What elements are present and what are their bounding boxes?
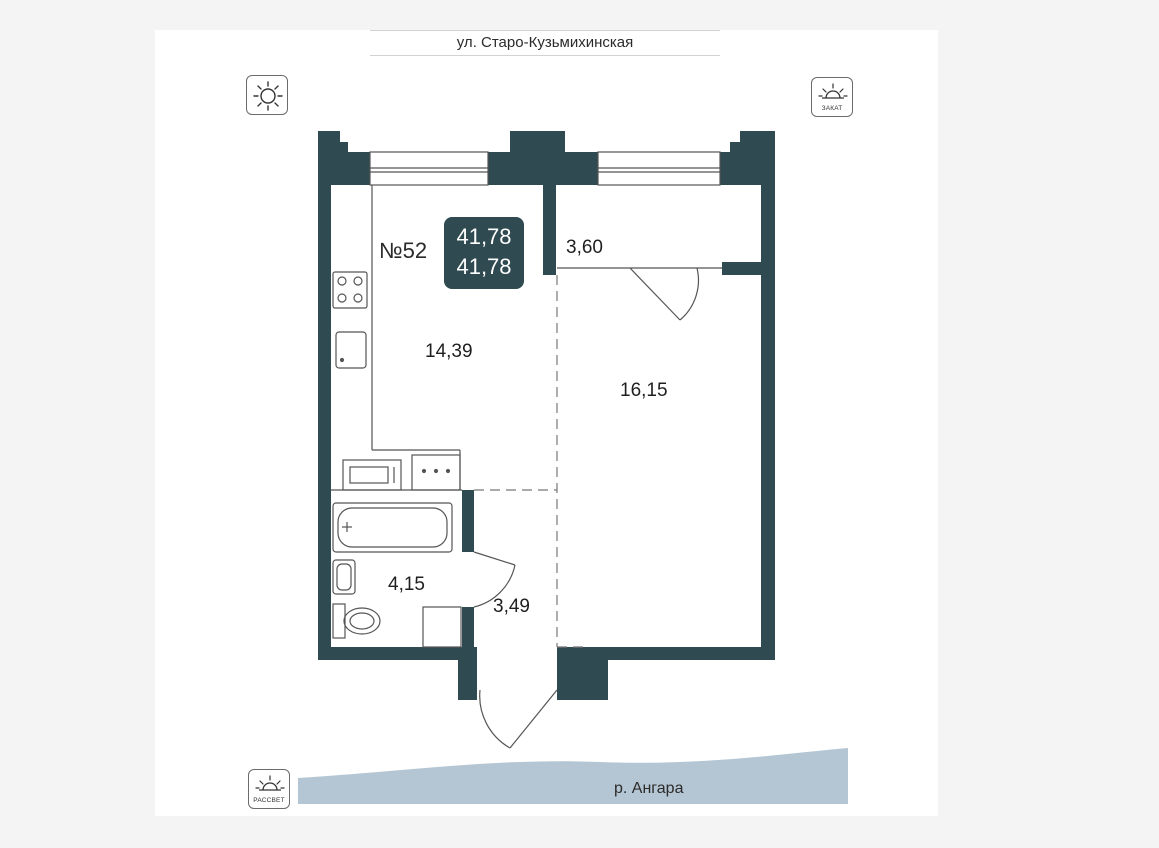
sink-icon [335, 331, 367, 369]
street-label: ул. Старо-Кузьмихинская [370, 30, 720, 56]
sunrise-label: РАССВЕТ [253, 797, 285, 804]
river-shape [298, 748, 848, 804]
sunset-label: ЗАКАТ [821, 105, 843, 112]
room-area-kitchen: 14,39 [425, 341, 473, 362]
toilet-icon [332, 603, 381, 639]
microwave-icon [342, 459, 402, 491]
room-area-bathroom: 4,15 [388, 574, 425, 595]
total-area: 41,78 [456, 224, 512, 249]
living-area: 41,78 [456, 254, 512, 279]
sunset-icon: ЗАКАТ [811, 77, 853, 117]
washing-machine-icon [422, 606, 462, 648]
apartment-number: №52 [379, 238, 428, 263]
stove-icon [411, 454, 461, 491]
sunrise-icon: РАССВЕТ [248, 769, 290, 809]
sun-icon [246, 75, 288, 115]
room-area-bedroom: 16,15 [620, 380, 668, 401]
cooktop-icon [332, 271, 368, 309]
river-label: р. Ангара [614, 780, 684, 797]
walls [318, 131, 775, 700]
bathtub-icon [332, 502, 453, 553]
room-area-balcony: 3,60 [566, 237, 603, 258]
area-badge: 41,78 41,78 [444, 217, 524, 289]
room-area-hallway: 3,49 [493, 596, 530, 617]
washbasin-icon [332, 559, 356, 595]
